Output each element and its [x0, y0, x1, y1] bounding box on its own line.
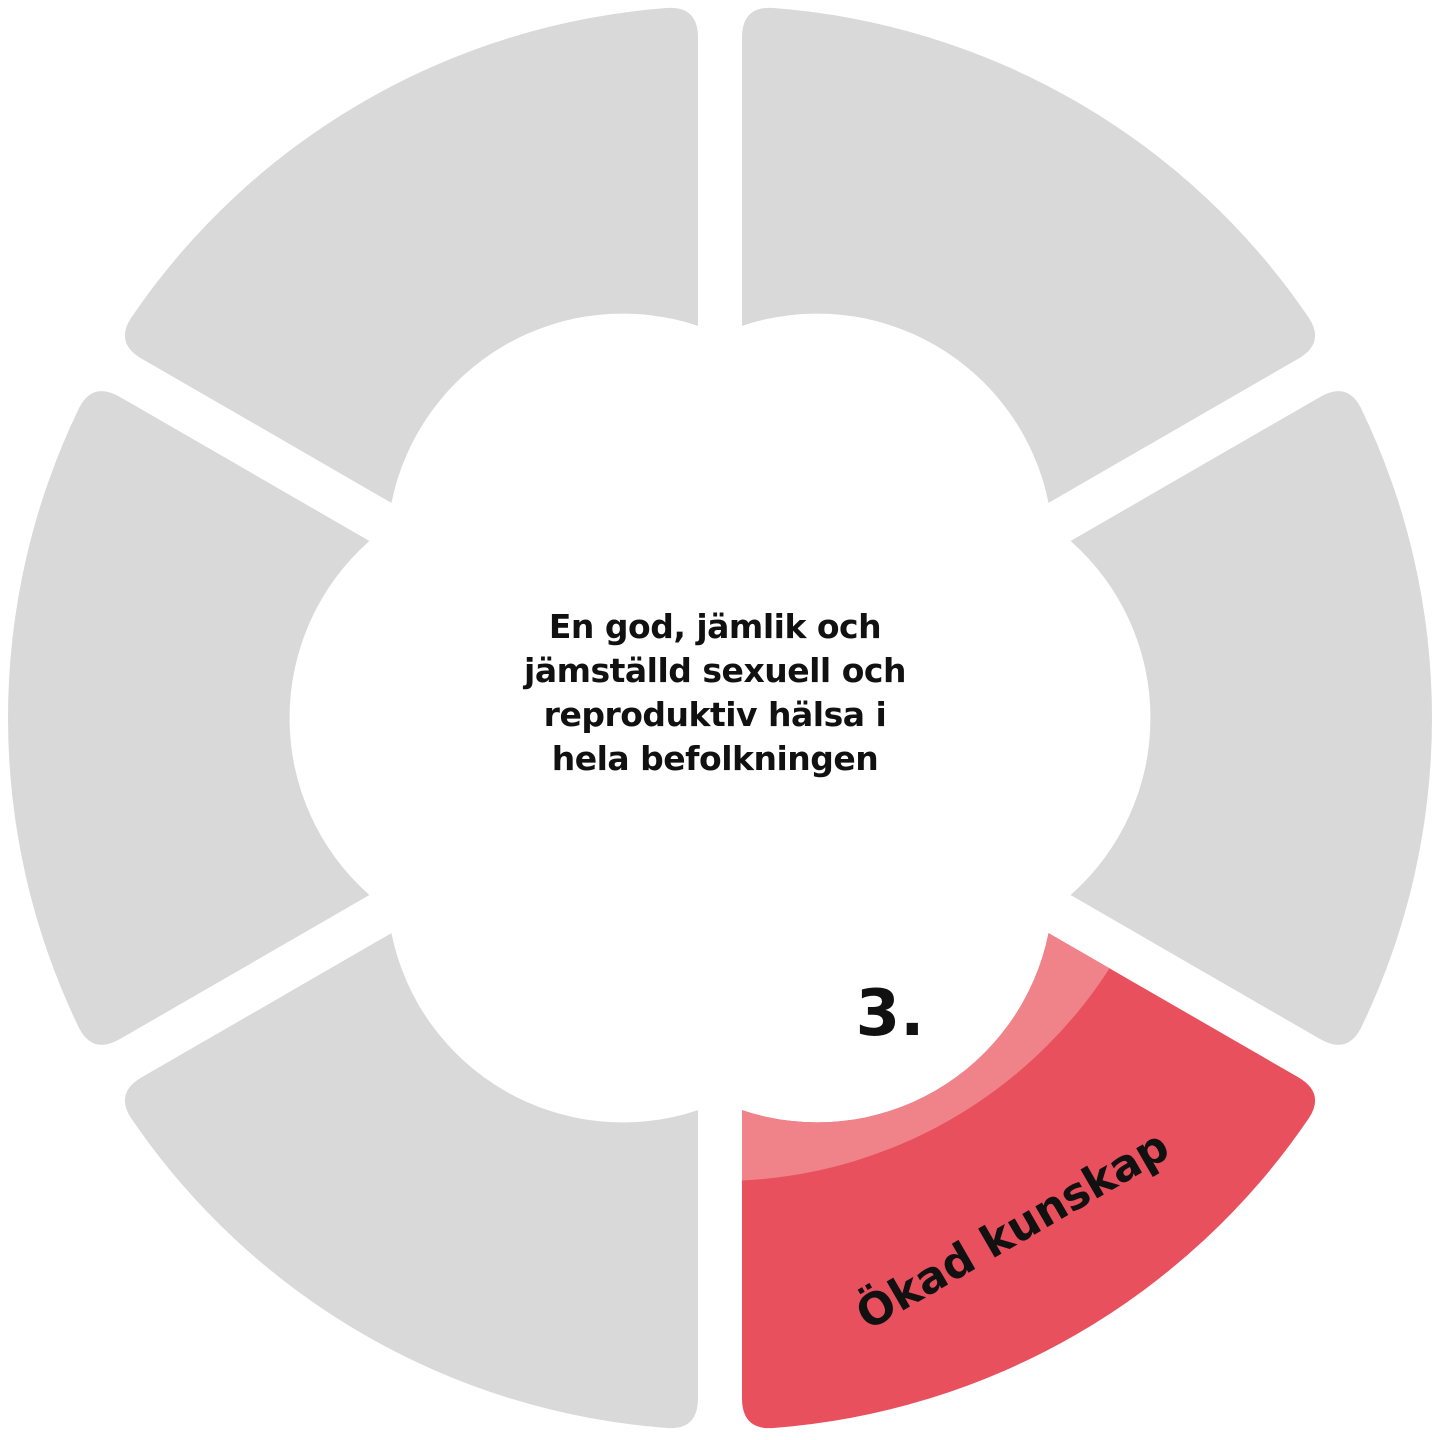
segment-number: 3.	[856, 977, 925, 1051]
center-line-3: reproduktiv hälsa i	[543, 695, 887, 734]
center-line-4: hela befolkningen	[551, 739, 879, 778]
center-line-2: jämställd sexuell och	[524, 651, 906, 690]
segment-top-right[interactable]	[742, 7, 1316, 503]
center-line-1: En god, jämlik och	[548, 607, 882, 646]
center-goal-text: En god, jämlik och jämställd sexuell och…	[495, 605, 935, 781]
segment-left[interactable]	[8, 391, 370, 1045]
segment-bottom-right-outer[interactable]	[742, 933, 1316, 1429]
segment-top-left[interactable]	[124, 7, 698, 503]
segment-right[interactable]	[1070, 391, 1432, 1045]
segment-bottom-left[interactable]	[124, 933, 698, 1429]
